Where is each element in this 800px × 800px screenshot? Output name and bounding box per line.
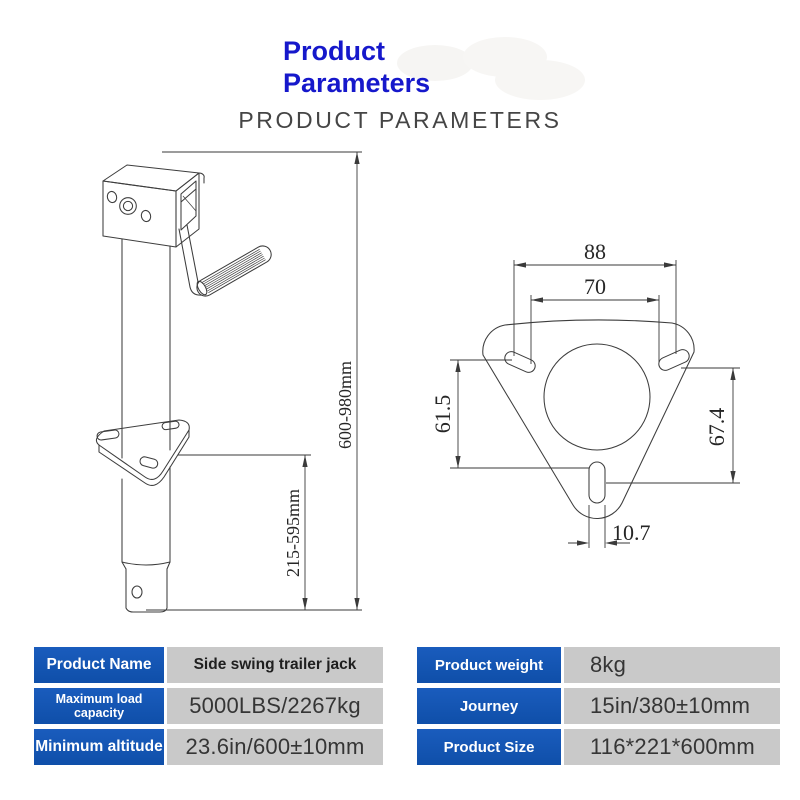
- gearbox-nut-outer: [119, 197, 137, 215]
- plate-left-height-label: 61.5: [430, 395, 455, 434]
- spec-label: Product Name: [34, 647, 164, 683]
- plate-slot-top-left: [504, 351, 536, 373]
- jack-overall-height-label: 600-980mm: [335, 361, 355, 449]
- spec-label: Maximum load capacity: [34, 688, 164, 724]
- left-spec-table: Product Name Side swing trailer jack Max…: [34, 647, 383, 770]
- jack-drawing: 600-980mm 215-595mm: [95, 151, 362, 613]
- jack-mounting-flange: [95, 419, 190, 486]
- plate-inner-spacing-label: 70: [584, 274, 606, 299]
- spec-label: Product Size: [417, 729, 561, 765]
- spec-value: 23.6in/600±10mm: [167, 729, 383, 765]
- jack-crank-handle: [178, 224, 272, 297]
- spec-row-max-load: Maximum load capacity 5000LBS/2267kg: [34, 688, 383, 724]
- page-subtitle: PRODUCT PARAMETERS: [238, 107, 562, 133]
- mounting-plate-drawing: 88 70 61.5 67.4 10.7: [430, 239, 740, 548]
- spec-value: Side swing trailer jack: [167, 647, 383, 683]
- flange-slot-bottom: [139, 456, 159, 469]
- drop-leg-pin-hole: [131, 585, 143, 599]
- spec-row-product-name: Product Name Side swing trailer jack: [34, 647, 383, 683]
- spec-value: 15in/380±10mm: [564, 688, 780, 724]
- plate-slot-width-label: 10.7: [612, 520, 651, 545]
- plate-slot-bottom: [588, 461, 606, 504]
- gearbox-bolt-hole: [140, 209, 152, 223]
- spec-label: Minimum altitude: [34, 729, 164, 765]
- jack-travel-height-label: 215-595mm: [283, 489, 303, 577]
- plate-center-hole: [543, 343, 651, 451]
- gearbox-bolt-hole: [106, 190, 118, 204]
- plate-outer-spacing-label: 88: [584, 239, 606, 264]
- spec-label: Journey: [417, 688, 561, 724]
- spec-value: 8kg: [564, 647, 780, 683]
- spec-value: 5000LBS/2267kg: [167, 688, 383, 724]
- right-spec-table: Product weight 8kg Journey 15in/380±10mm…: [417, 647, 780, 770]
- spec-row-journey: Journey 15in/380±10mm: [417, 688, 780, 724]
- spec-value: 116*221*600mm: [564, 729, 780, 765]
- plate-dimensions: 88 70 61.5 67.4 10.7: [430, 239, 740, 548]
- spec-row-size: Product Size 116*221*600mm: [417, 729, 780, 765]
- plate-right-height-label: 67.4: [704, 408, 729, 447]
- jack-outer-tube: [121, 238, 171, 570]
- page-title: Product Parameters: [283, 36, 431, 98]
- plate-slot-top-right: [658, 349, 690, 371]
- plate-outline: [482, 319, 695, 519]
- spec-row-weight: Product weight 8kg: [417, 647, 780, 683]
- spec-row-min-altitude: Minimum altitude 23.6in/600±10mm: [34, 729, 383, 765]
- spec-label: Product weight: [417, 647, 561, 683]
- flange-slot-left: [96, 429, 120, 441]
- gearbox-nut-inner: [122, 200, 134, 212]
- watermark: [397, 37, 585, 100]
- jack-gearbox: [102, 164, 205, 248]
- jack-dimensions: 600-980mm 215-595mm: [146, 151, 362, 611]
- jack-inner-tube: [125, 568, 168, 613]
